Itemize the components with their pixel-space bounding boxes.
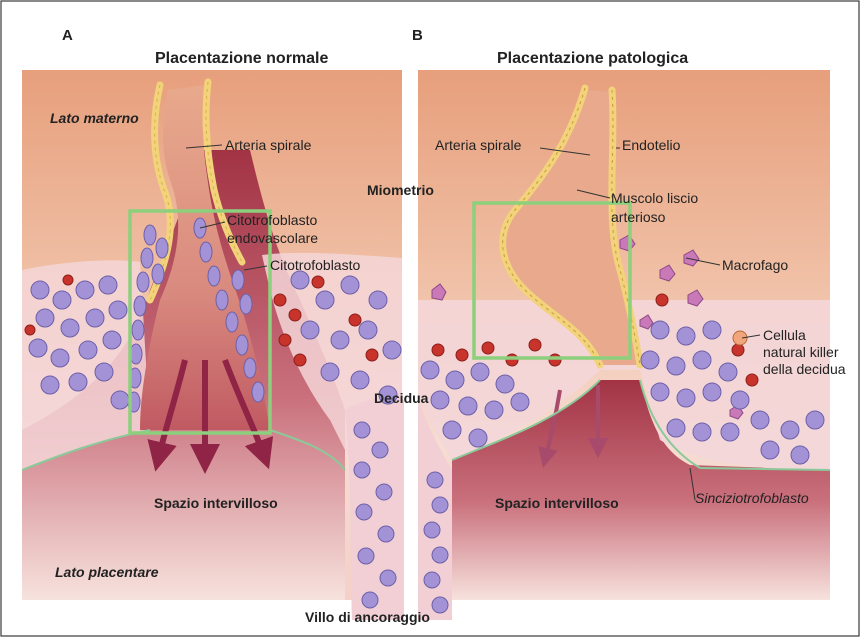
panel-b-letter: B bbox=[412, 27, 423, 44]
label-b-spazio-intervilloso: Spazio intervilloso bbox=[495, 495, 619, 511]
label-b-muscolo-liscio-2: arterioso bbox=[611, 209, 666, 225]
label-a-citotrofoblasto: Citotrofoblasto bbox=[270, 257, 360, 273]
label-b-endotelio: Endotelio bbox=[622, 137, 681, 153]
label-decidua: Decidua bbox=[374, 390, 429, 406]
label-lato-placentare: Lato placentare bbox=[55, 564, 159, 580]
label-b-nk-2: natural killer bbox=[763, 344, 839, 360]
label-b-nk-1: Cellula bbox=[763, 327, 806, 343]
label-a-arteria-spirale: Arteria spirale bbox=[225, 137, 312, 153]
label-lato-materno: Lato materno bbox=[50, 110, 139, 126]
label-a-citotrofoblasto-endo-1: Citotrofoblasto bbox=[227, 212, 317, 228]
panel-a-illustration bbox=[22, 70, 404, 620]
label-b-nk-3: della decidua bbox=[763, 361, 846, 377]
label-b-muscolo-liscio-1: Muscolo liscio bbox=[611, 190, 698, 206]
panel-a-letter: A bbox=[62, 27, 73, 44]
label-b-macrofago: Macrofago bbox=[722, 257, 788, 273]
label-a-citotrofoblasto-endo-2: endovascolare bbox=[227, 230, 318, 246]
panel-a-title: Placentazione normale bbox=[155, 50, 328, 67]
label-a-spazio-intervilloso: Spazio intervilloso bbox=[154, 495, 278, 511]
label-miometrio: Miometrio bbox=[367, 182, 434, 198]
label-b-arteria-spirale: Arteria spirale bbox=[435, 137, 522, 153]
label-villo-ancoraggio: Villo di ancoraggio bbox=[305, 609, 430, 625]
panel-b-title: Placentazione patologica bbox=[497, 50, 688, 67]
label-b-sinciziotrofoblasto: Sinciziotrofoblasto bbox=[695, 490, 809, 506]
